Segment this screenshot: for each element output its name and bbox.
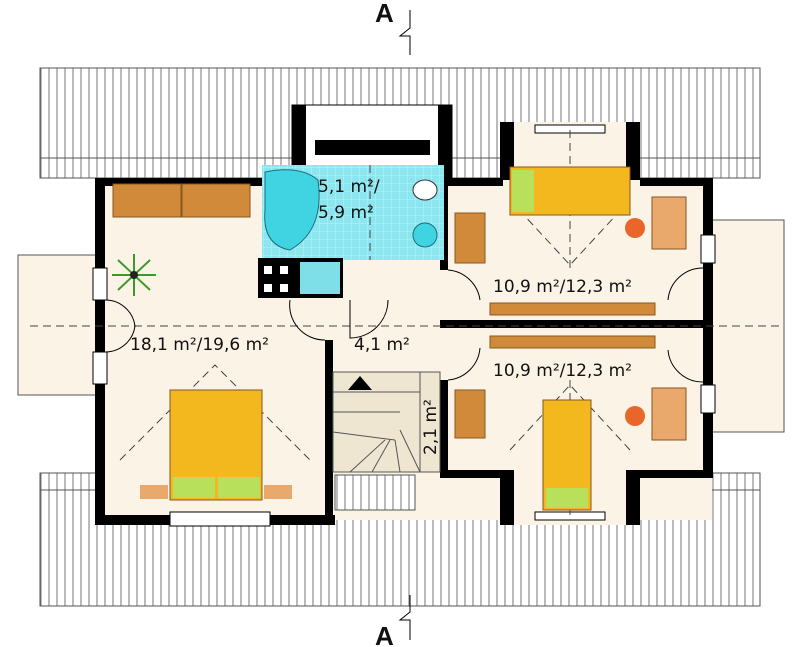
hall-area: 4,1 m² <box>354 335 410 355</box>
toilet-icon <box>412 179 438 201</box>
bed-bottom-right <box>542 399 592 511</box>
desk-top-right <box>454 212 486 264</box>
table-top-right <box>651 196 687 250</box>
bathroom-area-label-2: 5,9 m² <box>318 203 374 223</box>
desk-bottom-right <box>454 389 486 439</box>
stair-arrow-icon <box>348 376 372 390</box>
bedroom-bottom-right-area: 10,9 m²/12,3 m² <box>493 361 632 381</box>
window-bottom-left <box>169 511 271 527</box>
window-right-2 <box>700 384 716 414</box>
balcony-left <box>17 254 99 396</box>
sink-icon <box>412 222 438 248</box>
chair-icon <box>625 218 645 238</box>
doors <box>104 267 704 383</box>
bed-top-right <box>509 166 631 216</box>
bathroom <box>258 165 444 298</box>
section-marker-top: A <box>375 0 394 28</box>
staircase <box>332 371 441 511</box>
table-bottom-right <box>651 387 687 441</box>
window-right <box>700 234 716 264</box>
shelf-1 <box>489 302 656 316</box>
stair-area: 2,1 m² <box>421 399 441 455</box>
plant-icon <box>112 254 156 296</box>
bedroom-left-area: 18,1 m²/19,6 m² <box>130 335 269 355</box>
bathtub-icon <box>264 169 320 251</box>
bedroom-top-right-area: 10,9 m²/12,3 m² <box>493 277 632 297</box>
wardrobe-left <box>112 183 251 218</box>
window-left <box>92 267 108 301</box>
chair-icon <box>625 406 645 426</box>
section-line-bottom <box>398 595 411 640</box>
section-marker-bottom: A <box>375 621 394 647</box>
bathroom-area-label: 5,1 m²/ <box>318 177 380 197</box>
window-left-2 <box>92 351 108 385</box>
bed-double-left <box>140 389 292 501</box>
shelf-2 <box>489 335 656 349</box>
section-line-top <box>398 10 411 55</box>
